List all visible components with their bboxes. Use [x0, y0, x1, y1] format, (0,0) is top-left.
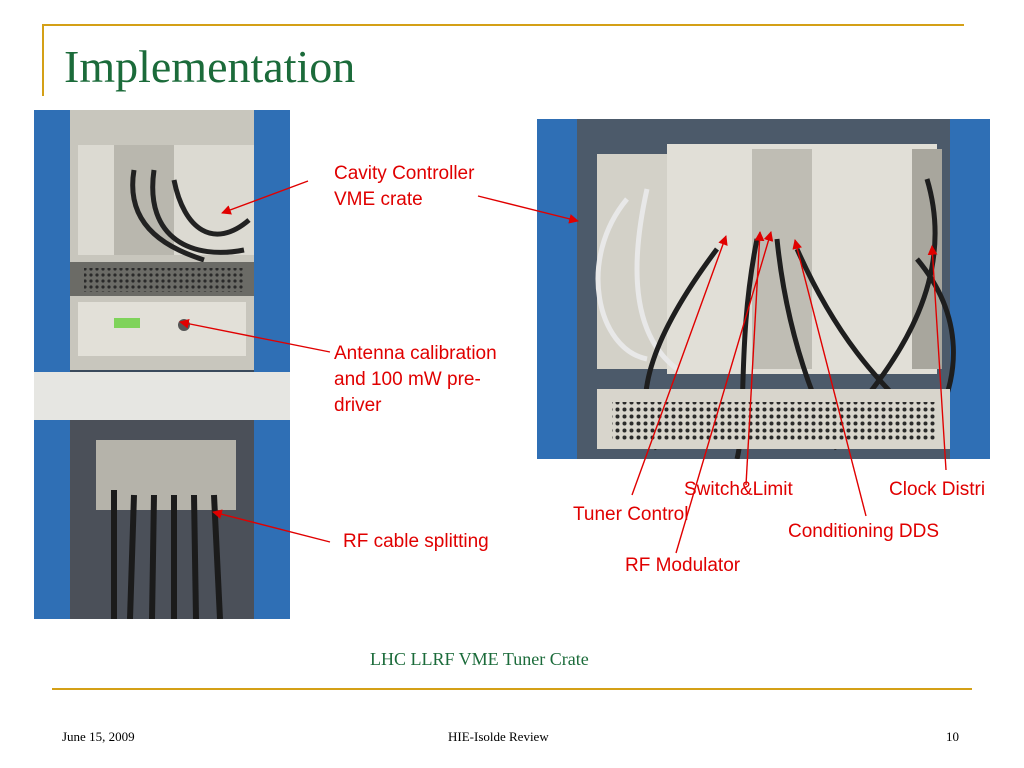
label-antenna-line3: driver	[334, 395, 382, 416]
rack-photo-left	[34, 110, 290, 619]
label-antenna-line1: Antenna calibration	[334, 343, 497, 364]
label-rf-modulator: RF Modulator	[625, 555, 741, 576]
footer-page-number: 10	[946, 729, 959, 744]
label-clock-distri: Clock Distri	[889, 479, 986, 500]
footer-center: HIE-Isolde Review	[448, 729, 549, 744]
crate-photo-right	[537, 119, 990, 459]
slide-caption: LHC LLRF VME Tuner Crate	[370, 649, 589, 669]
label-conditioning-dds: Conditioning DDS	[788, 521, 940, 542]
label-cavity-controller-line2: VME crate	[334, 189, 423, 210]
label-tuner-control: Tuner Control	[573, 504, 689, 525]
label-cavity-controller-line1: Cavity Controller	[334, 163, 475, 184]
label-switch-limit: Switch&Limit	[684, 479, 793, 500]
frame-left-rule	[42, 24, 44, 96]
label-antenna-line2: and 100 mW pre-	[334, 369, 481, 390]
slide-title: Implementation	[64, 41, 356, 92]
footer-rule	[52, 688, 972, 690]
label-antenna: Antenna calibration and 100 mW pre- driv…	[334, 341, 497, 419]
label-cavity-controller: Cavity Controller VME crate	[334, 161, 474, 213]
label-rf-cable-splitting: RF cable splitting	[343, 531, 489, 552]
frame-top-rule	[42, 24, 964, 26]
footer-date: June 15, 2009	[62, 729, 135, 744]
